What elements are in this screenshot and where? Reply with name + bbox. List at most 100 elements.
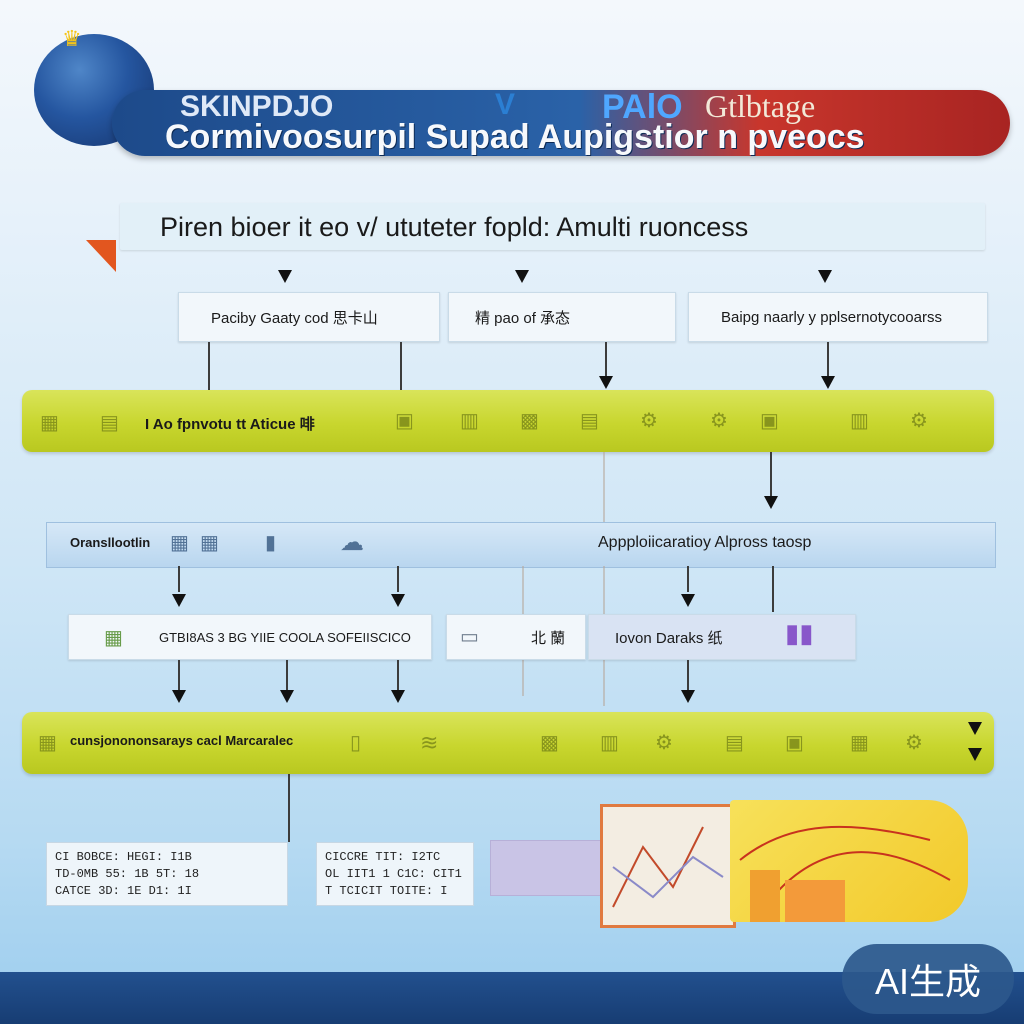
arrow-down-icon — [681, 690, 695, 703]
blue-bar — [46, 522, 996, 568]
arrow-down-icon — [172, 594, 186, 607]
info-card-2-line: T TCICIT TOITE: I — [325, 884, 448, 898]
title-strip-text: Piren bioer it eo v/ ututeter fopld: Amu… — [160, 212, 749, 242]
connector-line — [178, 566, 180, 592]
curve-graph-icon — [739, 825, 951, 922]
gear-icon: ⚙ — [905, 732, 923, 754]
gear-icon: ⚙ — [640, 410, 658, 432]
green-bar-2-label: cunsjonononsarays cacl Marcaralec — [70, 733, 294, 748]
chip-icon: ▥ — [460, 410, 479, 432]
arrow-down-icon — [391, 594, 405, 607]
chart-icon: ▮▮ — [785, 618, 814, 648]
server-icon: ▮ — [265, 532, 277, 554]
orange-flag-icon — [86, 240, 116, 272]
info-card-2-line: CICCRE TIT: I2TC — [325, 850, 441, 864]
title-strip — [120, 203, 985, 250]
arrow-down-icon — [821, 376, 835, 389]
connector-line — [288, 774, 290, 842]
connector-line — [772, 566, 774, 612]
crown-icon: ♛ — [62, 26, 82, 51]
page-title: Cormivoosurpil Supad Aupigstior n pveocs — [165, 118, 865, 156]
info-card-2-line: OL IIT1 1 C1C: CIT1 — [325, 867, 462, 881]
ai-generated-badge: AI生成 — [842, 944, 1014, 1014]
process-box-6[interactable]: Iovon Daraks 纸 — [588, 614, 856, 660]
device-icon: ▦ — [40, 412, 59, 434]
green-bar-2 — [22, 712, 994, 774]
header-banner — [112, 90, 1010, 156]
process-box-1-label: Paciby Gaaty cod 思卡山 — [211, 309, 378, 327]
purple-panel — [490, 840, 602, 896]
process-box-2[interactable]: 精 pao of 承态 — [448, 292, 676, 342]
server-icon: ▦ — [170, 532, 189, 554]
arrow-down-icon — [681, 594, 695, 607]
chip-icon: ▣ — [760, 410, 779, 432]
info-card-1: CI BOBCE: HEGI: I1B TD-0MB 55: 1B 5T: 18… — [46, 842, 288, 906]
cloud-icon: ☁ — [340, 529, 364, 556]
info-card-1-line: TD-0MB 55: 1B 5T: 18 — [55, 867, 200, 881]
device-icon: ▯ — [350, 732, 362, 754]
process-box-4[interactable]: GTBI8AS 3 BG YIIE COOLA SOFEIISCICO — [68, 614, 432, 660]
network-icon: ≋ — [420, 730, 439, 755]
gear-icon: ⚙ — [710, 410, 728, 432]
process-box-2-label: 精 pao of 承态 — [475, 309, 571, 327]
chart-lines-icon — [612, 826, 724, 908]
process-box-1[interactable]: Paciby Gaaty cod 思卡山 — [178, 292, 440, 342]
header-mark: V — [495, 88, 516, 121]
arrow-down-icon — [599, 376, 613, 389]
connector-line — [178, 660, 180, 690]
process-box-3-label: Baipg naarly y pplsernotycooarss — [721, 308, 942, 326]
chip-icon: ▤ — [580, 410, 599, 432]
document-panel — [600, 804, 736, 928]
connector-line — [687, 660, 689, 690]
chip-icon: ▣ — [785, 732, 804, 754]
arrow-down-icon — [280, 690, 294, 703]
chip-icon: ▥ — [600, 732, 619, 754]
info-card-2: CICCRE TIT: I2TC OL IIT1 1 C1C: CIT1 T T… — [316, 842, 474, 906]
device-icon: ▦ — [38, 732, 57, 754]
connector-line — [397, 660, 399, 690]
connector-line — [603, 452, 605, 522]
gear-icon: ⚙ — [655, 732, 673, 754]
blue-bar-right-label: Appploiicaratioy Alpross taosp — [598, 534, 812, 551]
green-bar-1-label: I Ao fpnvotu tt Aticue 啡 — [145, 416, 315, 433]
process-box-3[interactable]: Baipg naarly y pplsernotycooarss — [688, 292, 988, 342]
green-bar-1 — [22, 390, 994, 452]
process-box-5[interactable]: 北 蘭 — [446, 614, 586, 660]
blue-bar-left-label: Oransllootlin — [70, 535, 151, 550]
chip-icon: ▤ — [725, 732, 744, 754]
connector-line — [687, 566, 689, 592]
yellow-panel — [730, 800, 968, 922]
chip-icon: ▩ — [540, 732, 559, 754]
chip-icon: ▩ — [520, 410, 539, 432]
arrow-down-icon — [818, 270, 832, 283]
gear-icon: ⚙ — [910, 410, 928, 432]
arrow-down-icon — [391, 690, 405, 703]
arrow-down-icon — [968, 748, 982, 761]
info-card-1-line: CI BOBCE: HEGI: I1B — [55, 850, 192, 864]
device-icon: ▤ — [100, 412, 119, 434]
server-icon: ▦ — [200, 532, 219, 554]
connector-line — [286, 660, 288, 690]
arrow-down-icon — [278, 270, 292, 283]
header-top-right-text: Gtlbtage — [705, 88, 816, 124]
connector-line — [397, 566, 399, 592]
monitor-icon: ▭ — [460, 626, 479, 648]
chip-icon: ▣ — [395, 410, 414, 432]
calculator-icon: ▦ — [104, 627, 123, 649]
process-box-4-label: GTBI8AS 3 BG YIIE COOLA SOFEIISCICO — [159, 629, 411, 645]
connector-line — [400, 342, 402, 390]
process-box-5-label: 北 蘭 — [531, 629, 566, 647]
chip-icon: ▥ — [850, 410, 869, 432]
connector-line — [827, 342, 829, 376]
chip-icon: ▦ — [850, 732, 869, 754]
arrow-down-icon — [968, 722, 982, 735]
header-top-left-text: SKINPDJO — [180, 90, 334, 123]
arrow-down-icon — [515, 270, 529, 283]
connector-line — [208, 342, 210, 390]
info-card-1-line: CATCE 3D: 1E D1: 1I — [55, 884, 192, 898]
connector-line — [770, 452, 772, 496]
process-box-6-label: Iovon Daraks 纸 — [615, 629, 723, 647]
arrow-down-icon — [764, 496, 778, 509]
header-top-mid-text: PAlO — [602, 88, 683, 126]
arrow-down-icon — [172, 690, 186, 703]
